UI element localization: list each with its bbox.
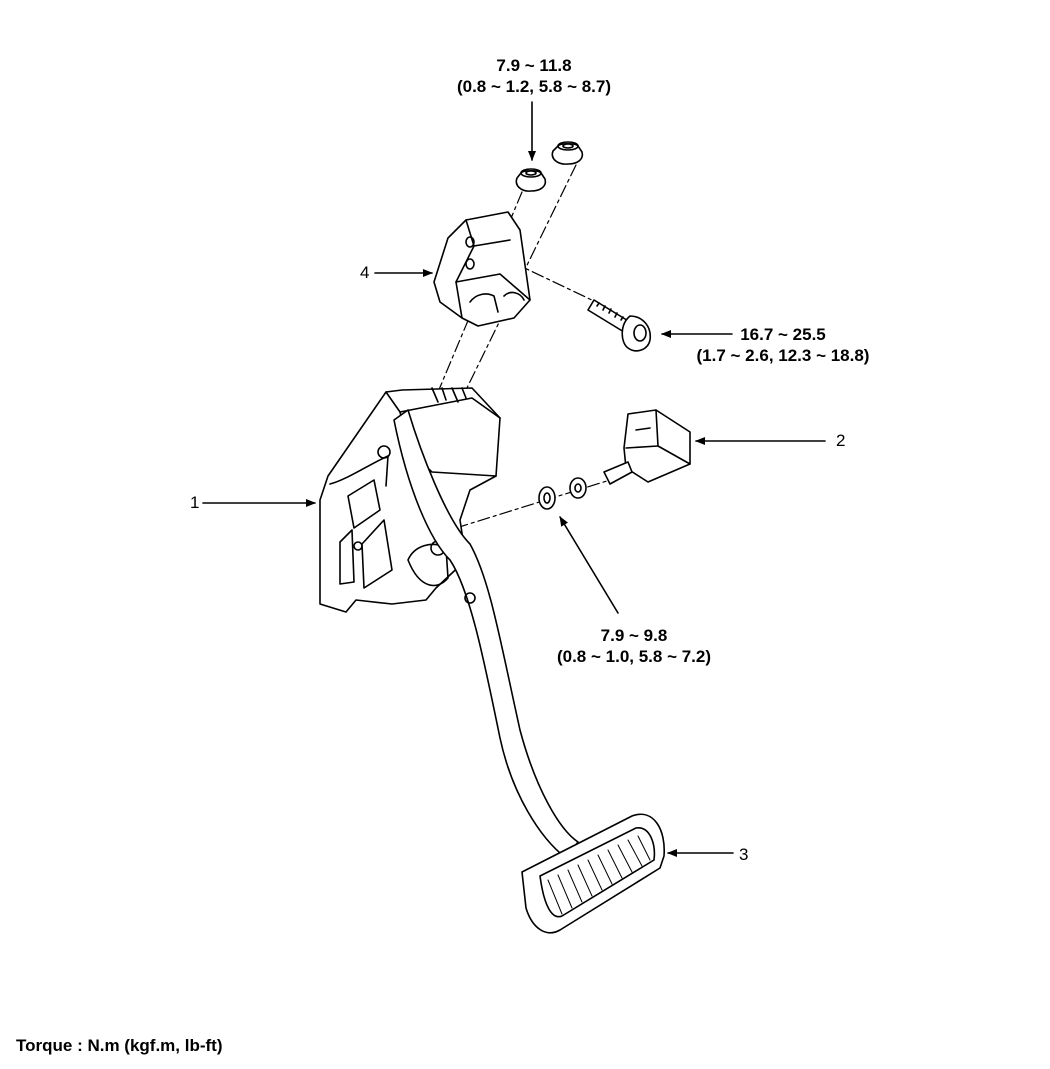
torque-spec-top-conversion: (0.8 ~ 1.2, 5.8 ~ 8.7) — [456, 77, 612, 96]
mounting-bracket — [433, 211, 531, 327]
callout-4: 4 — [360, 263, 370, 282]
flange-nut-left — [515, 168, 547, 192]
torque-spec-nut-conversion: (0.8 ~ 1.0, 5.8 ~ 7.2) — [556, 647, 712, 666]
plain-washer — [569, 477, 587, 499]
flange-nut-right — [551, 141, 584, 165]
lock-washer — [538, 486, 556, 510]
stop-lamp-switch — [603, 409, 691, 485]
torque-spec-top: 7.9 ~ 11.8 (0.8 ~ 1.2, 5.8 ~ 8.7) — [420, 55, 648, 97]
pedal-pad — [521, 813, 665, 934]
brake-pedal-arm — [393, 409, 579, 859]
leader-arrows — [202, 101, 826, 857]
torque-spec-nut-value: 7.9 ~ 9.8 — [600, 626, 668, 645]
torque-spec-nut: 7.9 ~ 9.8 (0.8 ~ 1.0, 5.8 ~ 7.2) — [524, 625, 744, 667]
torque-spec-bolt-conversion: (1.7 ~ 2.6, 12.3 ~ 18.8) — [696, 346, 870, 365]
callout-3: 3 — [739, 845, 749, 864]
mounting-bolt — [587, 299, 652, 352]
torque-unit-note: Torque : N.m (kgf.m, lb-ft) — [16, 1036, 223, 1055]
callout-2: 2 — [836, 431, 846, 450]
torque-spec-bolt-value: 16.7 ~ 25.5 — [740, 325, 826, 344]
callout-1: 1 — [190, 493, 200, 512]
torque-spec-bolt: 16.7 ~ 25.5 (1.7 ~ 2.6, 12.3 ~ 18.8) — [670, 324, 896, 366]
torque-spec-top-value: 7.9 ~ 11.8 — [496, 56, 572, 75]
